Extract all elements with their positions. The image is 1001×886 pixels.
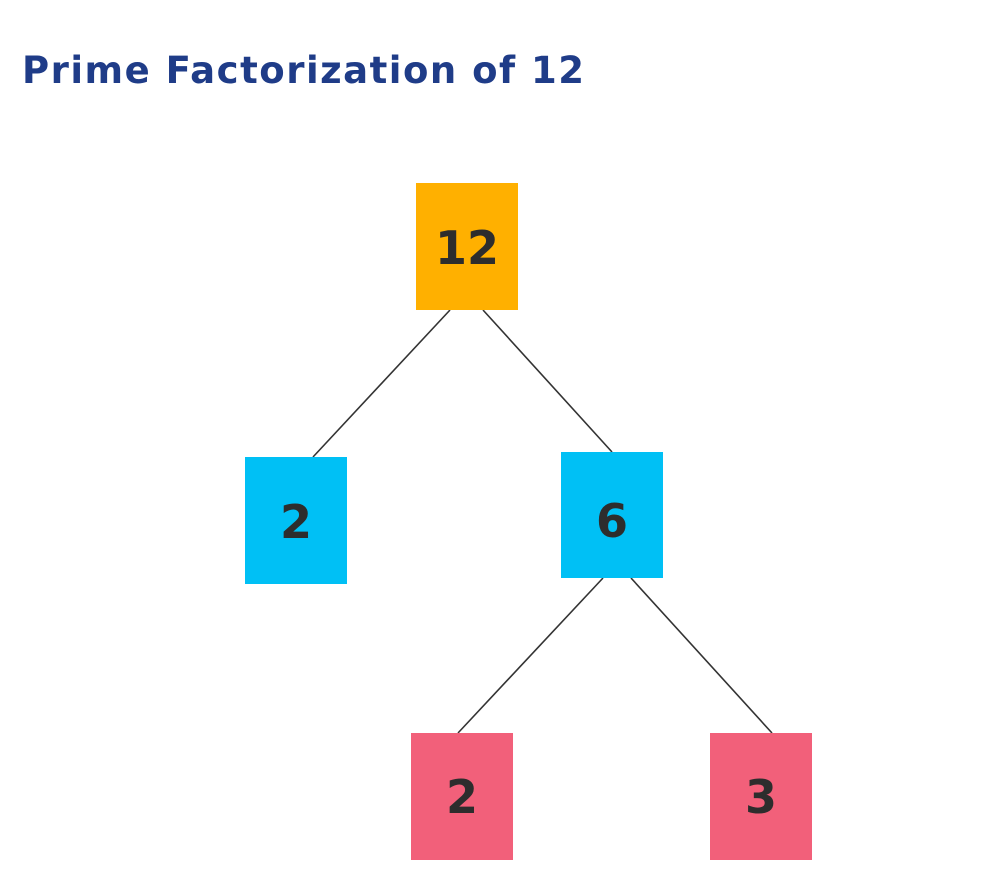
page-title: Prime Factorization of 12 <box>22 49 586 92</box>
edges-layer <box>312 309 773 734</box>
node-3-label: 3 <box>745 770 777 824</box>
edge-6-to-3 <box>630 577 773 734</box>
node-6-box <box>561 452 663 578</box>
node-6-label: 6 <box>596 494 628 548</box>
node-2-left-label: 2 <box>280 495 312 549</box>
node-2-bottom: 2 <box>411 733 513 860</box>
edge-6-to-2 <box>457 577 604 734</box>
node-2-bottom-box <box>411 733 513 860</box>
node-12-box <box>416 183 518 310</box>
node-3-box <box>710 733 812 860</box>
node-12-label: 12 <box>435 221 499 275</box>
node-2-left-box <box>245 457 347 584</box>
node-2-left: 2 <box>245 457 347 584</box>
edge-12-to-2 <box>312 309 451 458</box>
edge-12-to-6 <box>482 309 613 453</box>
node-12: 12 <box>416 183 518 310</box>
node-6: 6 <box>561 452 663 578</box>
node-2-bottom-label: 2 <box>446 770 478 824</box>
node-3: 3 <box>710 733 812 860</box>
